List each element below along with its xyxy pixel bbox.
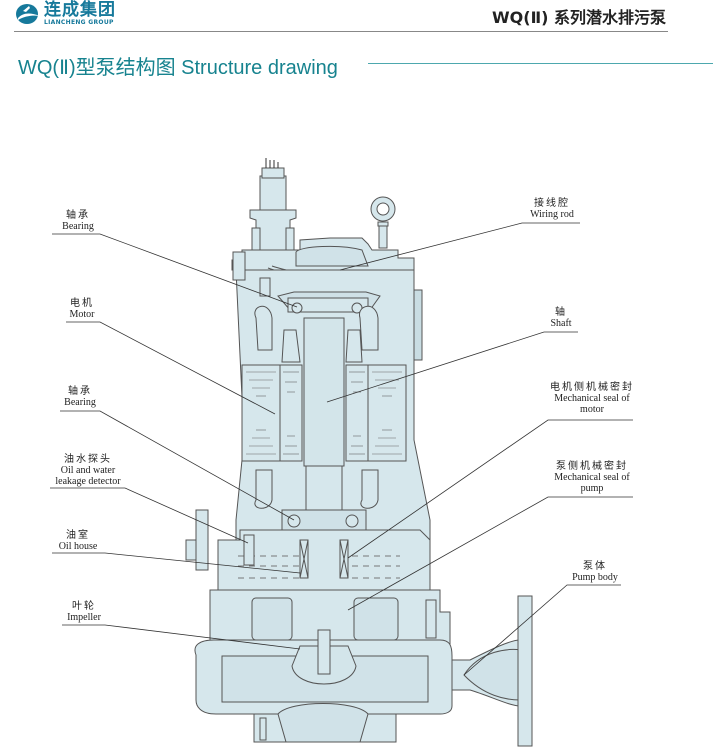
leader-bearing-lower: [60, 410, 295, 521]
stator-right: [345, 364, 407, 462]
logo-english-name: LIANCHENG GROUP: [44, 19, 114, 26]
leader-detector: [50, 487, 249, 544]
stator-left: [241, 364, 303, 462]
rotor: [303, 317, 345, 467]
header-divider: [14, 31, 490, 32]
logo-mark-icon: [16, 4, 40, 24]
leader-shaft: [326, 331, 578, 403]
leader-wiring-rod: [339, 222, 580, 271]
series-title: WQ(Ⅱ) 系列潜水排污泵: [492, 8, 666, 27]
winding-end-bottom: [254, 469, 379, 509]
leakage-detector: [243, 534, 255, 566]
leader-bearing-top: [52, 233, 298, 308]
leader-impeller: [62, 624, 301, 650]
leader-seal-motor: [347, 419, 633, 559]
leader-pump-body: [463, 584, 621, 676]
logo-chinese-name: 连成集团: [44, 0, 116, 20]
company-logo: 连成集团 LIANCHENG GROUP: [15, 2, 116, 26]
section-title: WQ(Ⅱ)型泵结构图 Structure drawing: [18, 57, 338, 79]
header-divider-right: [490, 31, 668, 32]
stator-lamination-hatch: [246, 371, 402, 455]
discharge-flange: [517, 595, 533, 747]
section-title-rule: [368, 63, 713, 64]
page-header: 连成集团 LIANCHENG GROUP WQ(Ⅱ) 系列潜水排污泵: [0, 0, 713, 34]
leader-seal-pump: [347, 496, 633, 611]
lifting-eye: [370, 196, 396, 249]
leader-oil-house: [52, 552, 301, 574]
leader-motor: [66, 321, 276, 415]
winding-end-top: [254, 305, 379, 363]
mechanical-seal-motor: [299, 539, 349, 579]
